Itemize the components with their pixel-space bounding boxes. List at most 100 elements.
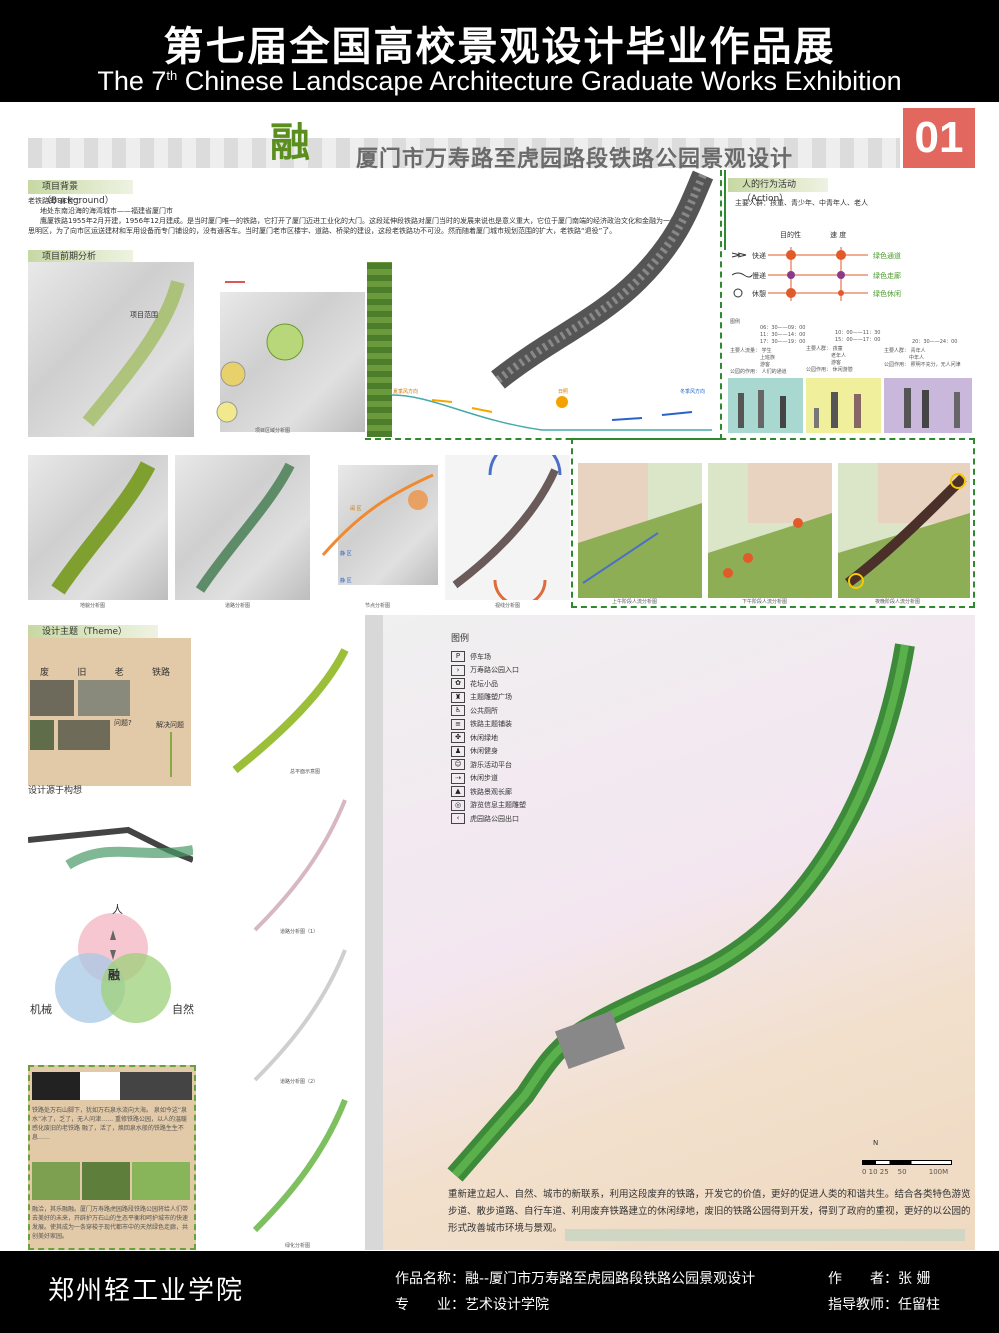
theme-words: 废 旧 老 铁路: [40, 668, 170, 678]
author-row: 作 者：张 姗: [828, 1268, 930, 1288]
legend-label: 主题雕塑广场: [470, 693, 512, 702]
time1-b: 11：30——14：00: [760, 332, 806, 338]
major-name: 艺术设计学院: [465, 1297, 549, 1313]
legend-item: ♿公共厕所: [451, 704, 571, 718]
greenland-icon: ✤: [451, 732, 465, 744]
group3: 主要人群： 青年人 中年人 公园作用： 照明不充分，无人问津: [884, 348, 961, 369]
mini-caption-3: 道路分析图（2）: [280, 1079, 319, 1085]
action-row2-name: 慢递: [752, 272, 766, 280]
background-line4: 思明区，为了向市区运送建材和军用设备而专门铺设的，没有通客车。当时厦门老市区楼宇…: [28, 227, 617, 235]
crowd-map-afternoon: [708, 463, 832, 598]
exhibition-title-en: The 7th Chinese Landscape Architecture G…: [0, 66, 999, 97]
venn-top: 人: [112, 903, 123, 916]
time1-a: 06：30——09：00: [760, 325, 806, 331]
legend-item: ›万寿路公园入口: [451, 664, 571, 678]
group1-b: 上班族: [760, 355, 776, 361]
project-title: 厦门市万寿路至虎园路段铁路公园景观设计: [356, 147, 794, 172]
advisor-row: 指导教师：任留柱: [828, 1294, 940, 1314]
title-en-sup: th: [166, 68, 178, 83]
sculpture-icon: ♜: [451, 691, 465, 703]
sheet-number: 01: [903, 108, 975, 168]
summary-text: 重新建立起人、自然、城市的新联系，利用这段废弃的铁路，开发它的价值，更好的促进人…: [448, 1189, 971, 1234]
theme-arrow: [170, 732, 172, 777]
mini-plans-column: [215, 630, 360, 1245]
scale-bar: [862, 1160, 952, 1165]
analysis-map-caption: 项目区域分析图: [255, 428, 291, 434]
parking-icon: P: [451, 651, 465, 663]
work-name: 融--厦门市万寿路至虎园路段铁路公园景观设计: [465, 1271, 756, 1287]
theme-word-1: 废: [40, 668, 50, 678]
crowd-analysis-frame: [571, 438, 975, 608]
zone-label-1: 静 区: [340, 551, 352, 557]
theme-word-4: 铁路: [151, 668, 170, 678]
legend-item: ♟ 休闲健身: [451, 745, 571, 759]
green-strip: [367, 262, 392, 437]
theme-solve: 解决问题: [156, 721, 184, 729]
theme-photo-3: [30, 720, 54, 750]
header-bar: [0, 0, 999, 102]
school-name: 郑州轻工业学院: [48, 1276, 245, 1306]
people-panel-3: [884, 378, 972, 433]
story-text-2: 融洽，其乐融融。厦门万寿路虎园路段铁路公园将给人们带去美好的未来，开辟护万石山的…: [32, 1206, 189, 1240]
legend-label: 铁路主题铺装: [470, 720, 512, 729]
background-line3: 鹰厦铁路1955年2月开建，1956年12月建成。是当时厦门唯一的铁路，它打开了…: [40, 217, 684, 225]
site-map: [28, 262, 194, 437]
action-main-groups: 主要人群：孩童、青少年、中青年人、老人: [735, 199, 868, 207]
group1-role-label: 公园的作用：: [730, 369, 761, 375]
story-photo-3: [132, 1162, 190, 1200]
action-row1-name: 快递: [752, 252, 766, 260]
wind-summer-label: 夏季风方向: [393, 389, 419, 395]
corridor-icon: ▲: [451, 786, 465, 798]
theme-label: 设计主题（Theme）: [28, 625, 158, 639]
info-icon: ◎: [451, 799, 465, 811]
paving-icon: ≡: [451, 718, 465, 730]
title-en-pre: The 7: [97, 66, 167, 96]
action-label: 人的行为活动（Action）: [728, 178, 828, 204]
group3-role: 照明不充分，无人问津: [910, 362, 961, 368]
time-block-3: 20：30——24：00: [912, 339, 958, 345]
story-photo-2: [82, 1162, 130, 1200]
advisor-label: 指导教师：: [828, 1297, 898, 1313]
venn-center: 融: [108, 968, 121, 982]
advisor-name: 任留柱: [898, 1297, 940, 1313]
background-line1: 老铁路的“身世”：: [28, 197, 85, 205]
thumb-caption-4: 视线分析图: [495, 603, 521, 609]
thumb-caption-2: 道路分析图: [225, 603, 251, 609]
time1-c: 17：30——19：00: [760, 339, 806, 345]
site-analysis-diagram: 项目区域分析图: [205, 262, 365, 437]
group2-role-label: 公园作用：: [806, 367, 832, 373]
time2-a: 10：00——11：30: [835, 330, 881, 336]
crowd-map-morning: [578, 463, 702, 598]
legend-item: P 停车场: [451, 650, 571, 664]
analysis-map: [220, 292, 365, 432]
north-arrow-icon: N: [873, 1139, 879, 1147]
time-block-2: 10：00——11：30 15：00——17：00: [835, 330, 880, 344]
legend-label: 休闲健身: [470, 747, 498, 756]
legend-item: ✤休闲绿地: [451, 731, 571, 745]
theme-question: 问题?: [114, 719, 132, 727]
action-row3-name: 休憩: [752, 290, 766, 298]
group3-b: 中年人: [909, 355, 925, 361]
work-label: 作品名称：: [395, 1271, 465, 1287]
fitness-icon: ♟: [451, 745, 465, 757]
idea-sketch: [28, 826, 193, 870]
time2-b: 15：00——17：00: [835, 337, 881, 343]
venn-diagram: [55, 913, 171, 1023]
legend-title: 图例: [451, 634, 470, 644]
group1-label: 主要人流量：: [730, 348, 761, 354]
legend-label: 花坛小品: [470, 679, 498, 688]
crowd-caption-1: 上午阶段人流分析图: [612, 599, 658, 605]
thumb-nodes: [318, 455, 438, 600]
sun-label: 日照: [558, 389, 569, 395]
wind-section-diagram: [392, 394, 712, 431]
group2-role: 休闲游憩: [832, 367, 853, 373]
legend-label: 停车场: [470, 652, 491, 661]
group3-a: 青年人: [910, 348, 926, 354]
group1-role: 人们的通道: [761, 369, 787, 375]
story-sketch: [32, 1072, 192, 1100]
walkway-icon: ⇢: [451, 772, 465, 784]
title-en-post: Chinese Landscape Architecture Graduate …: [177, 66, 902, 96]
action-divider: [724, 170, 726, 250]
group2: 主要人群： 孩童 老年人 游客 公园作用： 休闲游憩: [806, 346, 853, 374]
